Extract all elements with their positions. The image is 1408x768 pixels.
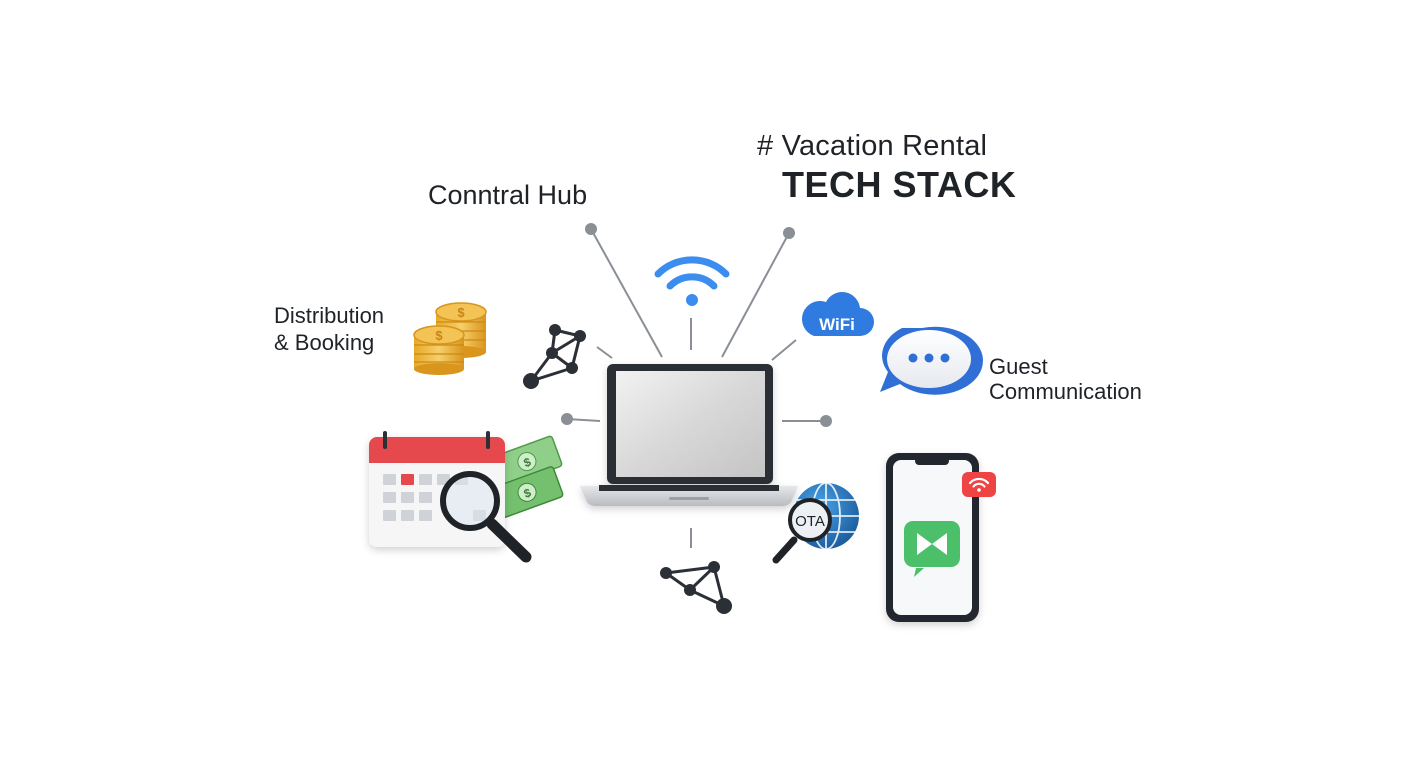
laptop-icon xyxy=(580,364,798,506)
connector-dots xyxy=(561,223,832,427)
guest-label-line2: Communication xyxy=(989,379,1142,404)
network-graph-icon xyxy=(660,561,732,614)
title-line2: TECH STACK xyxy=(782,164,1017,205)
connector-hub-right xyxy=(721,232,790,358)
svg-text:$: $ xyxy=(522,455,533,471)
calendar-rings xyxy=(383,431,490,449)
connector-dot xyxy=(820,415,832,427)
distribution-booking-label: Distribution & Booking xyxy=(274,302,384,356)
messaging-app-icon xyxy=(904,521,960,577)
connector-hub-left xyxy=(590,228,663,358)
svg-text:$: $ xyxy=(522,485,533,501)
globe-ota-icon: OTA xyxy=(772,482,859,564)
cloud-wifi-icon: WiFi xyxy=(801,292,874,336)
central-hub-label: Conntral Hub xyxy=(428,180,588,210)
distribution-label-line2: & Booking xyxy=(274,330,375,355)
wifi-badge-text: WiFi xyxy=(819,315,855,334)
notification-wifi-icon xyxy=(962,472,996,497)
connector-dot xyxy=(585,223,597,235)
network-graph-icon xyxy=(523,324,586,389)
chat-bubble-icon xyxy=(880,326,983,395)
ota-badge-text: OTA xyxy=(795,513,825,530)
title-line1: # Vacation Rental xyxy=(757,130,988,162)
connector-network-top xyxy=(596,346,613,359)
magnifier-icon xyxy=(440,471,532,563)
wifi-icon xyxy=(654,256,730,306)
guest-label-line1: Guest xyxy=(989,354,1048,379)
connector-dot xyxy=(561,413,573,425)
svg-text:$: $ xyxy=(457,305,465,320)
coin-stack-front: $ xyxy=(413,325,465,375)
svg-text:$: $ xyxy=(435,328,443,343)
distribution-label-line1: Distribution xyxy=(274,303,385,328)
connector-cloud xyxy=(771,339,797,361)
connector-dot xyxy=(783,227,795,239)
coins-icon: $ $ xyxy=(413,302,487,375)
guest-communication-label: Guest Communication xyxy=(989,354,1142,404)
